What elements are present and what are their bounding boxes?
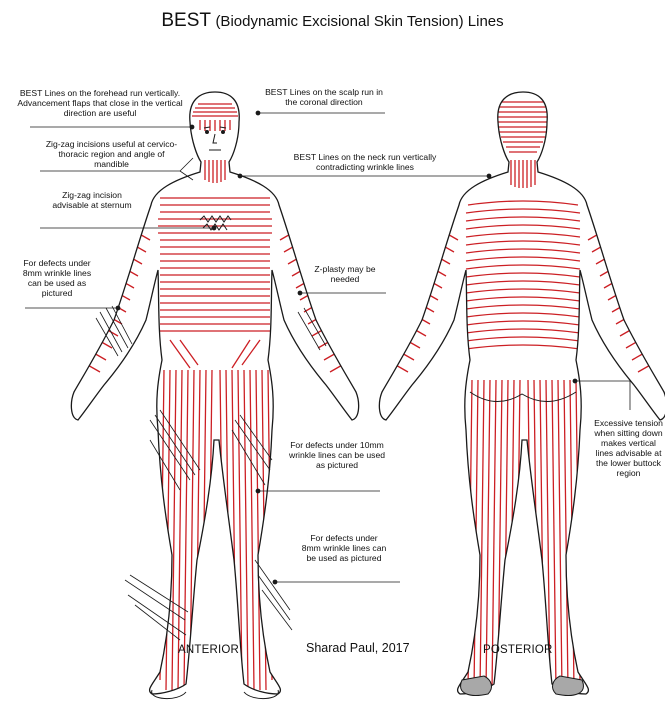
anterior-figure	[71, 92, 358, 699]
annotation-thigh: For defects under 10mm wrinkle lines can…	[288, 440, 386, 470]
author-credit: Sharad Paul, 2017	[306, 641, 410, 655]
annotation-forehead: BEST Lines on the forehead run verticall…	[14, 88, 186, 118]
buttock-crease	[470, 392, 576, 402]
posterior-best-lines	[394, 102, 652, 690]
annotation-zigzag-cervico: Zig-zag incisions useful at cervico-thor…	[44, 139, 179, 169]
anterior-body-outline	[71, 92, 358, 694]
annotation-forearm: For defects under 8mm wrinkle lines can …	[18, 258, 96, 298]
posterior-label: POSTERIOR	[483, 644, 553, 656]
annotation-neck: BEST Lines on the neck run vertically co…	[280, 152, 450, 172]
shin-crosshatch	[125, 560, 292, 640]
annotation-sternum: Zig-zag incision advisable at sternum	[52, 190, 132, 210]
posterior-right-sole	[553, 676, 584, 695]
annotation-buttock: Excessive tension when sitting down make…	[592, 418, 665, 478]
annotation-scalp: BEST Lines on the scalp run in the coron…	[264, 87, 384, 107]
posterior-left-sole	[461, 676, 492, 695]
annotation-zplasty: Z-plasty may be needed	[314, 264, 376, 284]
leader-lines	[25, 111, 630, 584]
posterior-body-outline	[379, 92, 665, 694]
anterior-label: ANTERIOR	[178, 644, 239, 656]
annotation-shin: For defects under 8mm wrinkle lines can …	[300, 533, 388, 563]
posterior-figure	[379, 92, 665, 695]
